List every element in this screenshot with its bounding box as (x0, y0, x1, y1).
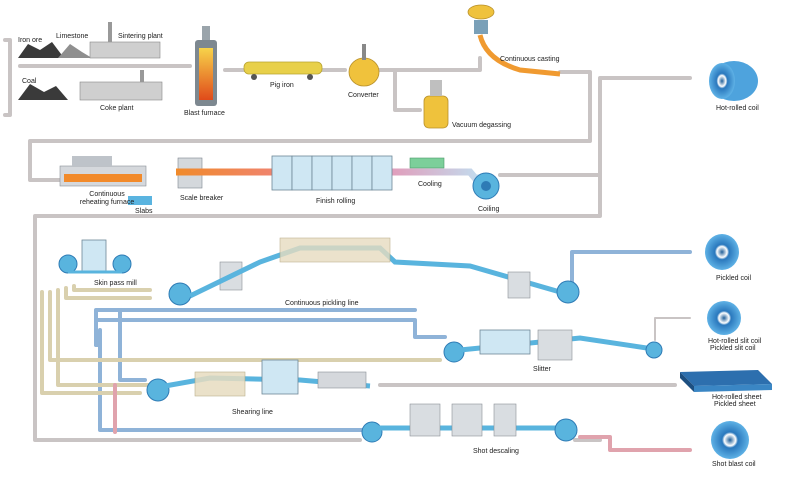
label-slitter: Slitter (533, 366, 551, 373)
sintering-chimney (108, 22, 112, 42)
cooling-sprays-icon (409, 157, 445, 169)
label-hot-rolled-coil: Hot-rolled coil (716, 105, 759, 112)
label-blast-furnace: Blast furnace (184, 110, 225, 117)
blast-furnace-icon (195, 26, 217, 106)
raw-flow-lines (40, 284, 442, 395)
label-continuous-casting: Continuous casting (500, 56, 560, 63)
label-cooling: Cooling (418, 181, 442, 188)
label-limestone: Limestone (56, 33, 89, 40)
pickled-coil-product (705, 234, 739, 270)
label-pig-iron: Pig iron (270, 82, 294, 89)
pickled-flow-lines (94, 250, 692, 432)
label-iron-ore: Iron ore (18, 37, 43, 44)
label-coiling: Coiling (478, 206, 500, 213)
continuous-pickling-line-icon (168, 237, 580, 306)
limestone-pile (58, 44, 92, 58)
shot-flow-lines (113, 383, 692, 452)
label-coal: Coal (22, 78, 37, 85)
sheet-stack-product (680, 370, 772, 392)
pig-iron-car-icon (243, 61, 323, 80)
finish-rolling-stands (271, 155, 393, 191)
label-hot-rolled-sheet: Hot-rolled sheet (712, 394, 762, 401)
iron-ore-pile (18, 42, 64, 58)
label-pickled-slit-coil: Pickled slit coil (710, 345, 756, 352)
label-pickled-coil: Pickled coil (716, 275, 752, 282)
coiler-icon (472, 172, 500, 200)
label-scale-breaker: Scale breaker (180, 195, 224, 202)
label-vacuum-degassing: Vacuum degassing (452, 122, 512, 129)
converter-icon (348, 44, 380, 87)
coal-pile (18, 84, 68, 100)
label-reheating-furnace-1: Continuous (89, 191, 125, 198)
label-coke-plant: Coke plant (100, 105, 134, 112)
label-shearing-line: Shearing line (232, 409, 273, 416)
flow-lines (3, 38, 692, 452)
label-skin-pass-mill: Skin pass mill (94, 280, 137, 287)
shearing-line-icon (146, 359, 371, 402)
slitter-line-icon (443, 329, 663, 363)
main-flow-lines (3, 38, 692, 442)
label-finish-rolling: Finish rolling (316, 198, 356, 205)
label-shot-blast-coil: Shot blast coil (712, 461, 756, 468)
label-continuous-pickling-line: Continuous pickling line (285, 300, 359, 307)
coke-chimney (140, 70, 144, 82)
slabs-icon (128, 196, 152, 205)
label-hot-rolled-slit-coil: Hot-rolled slit coil (708, 338, 762, 345)
reheating-furnace-icon (59, 156, 147, 187)
shot-blast-coil-product (711, 421, 749, 459)
coke-plant-icon (79, 81, 163, 101)
product-connectors (654, 317, 691, 341)
raw-materials-group (18, 22, 163, 101)
sintering-plant-icon (89, 41, 161, 59)
continuous-casting-icon (467, 4, 561, 77)
hot-rolled-coil-product (709, 61, 758, 101)
label-pickled-sheet: Pickled sheet (714, 401, 756, 408)
label-slabs: Slabs (135, 208, 153, 215)
shot-descaling-line-icon (361, 403, 578, 443)
label-shot-descaling: Shot descaling (473, 448, 519, 455)
label-reheating-furnace-2: reheating furnace (79, 199, 135, 206)
slit-coil-product (707, 301, 741, 335)
vacuum-degassing-icon (423, 80, 449, 129)
label-converter: Converter (348, 92, 379, 99)
skin-pass-mill-icon (58, 239, 132, 274)
label-sintering-plant: Sintering plant (118, 33, 163, 40)
